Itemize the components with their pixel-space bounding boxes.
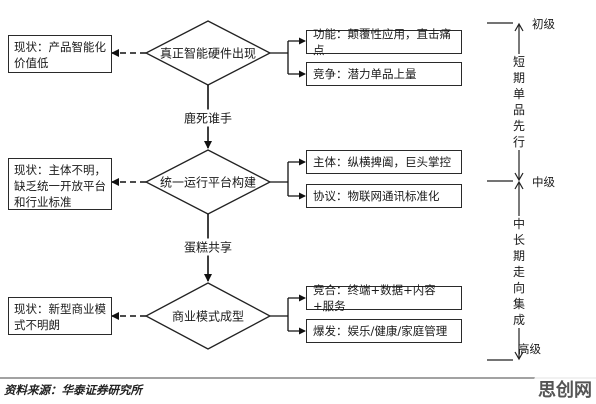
status-text-3: 现状：新型商业模式不明朗 <box>14 302 106 332</box>
fork-2 <box>270 158 306 200</box>
fork-3 <box>270 294 306 335</box>
edge-label-2: 蛋糕共享 <box>181 238 235 256</box>
fork-1 <box>270 37 306 78</box>
source-note: 资料来源：华泰证券研究所 <box>4 383 142 397</box>
detail-text-3: 主体：纵横捭阖，巨头掌控 <box>313 155 451 169</box>
detail-box-2: 竞争：潜力单品上量 <box>306 62 462 86</box>
detail-box-1: 功能：颠覆性应用，直击痛点 <box>306 27 462 57</box>
status-box-3: 现状：新型商业模式不明朗 <box>8 297 112 335</box>
status-text-2: 现状：主体不明，缺乏统一开放平台和行业标准 <box>14 163 106 209</box>
detail-box-5: 竞合：终端+数据+内容+服务 <box>306 283 462 313</box>
detail-text-6: 爆发：娱乐/健康/家庭管理 <box>313 324 448 338</box>
status-text-1: 现状：产品智能化价值低 <box>14 40 106 70</box>
detail-box-3: 主体：纵横捭阖，巨头掌控 <box>306 150 462 174</box>
watermark-logo: 思创网 <box>534 376 596 402</box>
detail-text-2: 竞争：潜力单品上量 <box>313 67 417 81</box>
status-box-2: 现状：主体不明，缺乏统一开放平台和行业标准 <box>8 158 112 210</box>
detail-box-4: 协议：物联网通讯标准化 <box>306 184 462 208</box>
edge-label-1: 鹿死谁手 <box>181 109 235 127</box>
diamond-label-3: 商业模式成型 <box>171 309 245 324</box>
diamond-label-2: 统一运行平台构建 <box>159 175 257 190</box>
level-ticks <box>487 22 513 361</box>
detail-text-5: 竞合：终端+数据+内容+服务 <box>313 283 436 313</box>
phase-label-short-term: 短期单品先行 <box>512 54 526 150</box>
detail-box-6: 爆发：娱乐/健康/家庭管理 <box>306 319 462 343</box>
diamond-shape-3 <box>144 282 272 350</box>
phase-label-long-term: 中长期走向集成 <box>512 216 526 328</box>
level-label-3: 高级 <box>518 342 541 356</box>
detail-text-1: 功能：颠覆性应用，直击痛点 <box>313 27 451 57</box>
status-box-1: 现状：产品智能化价值低 <box>8 35 112 73</box>
detail-text-4: 协议：物联网通讯标准化 <box>313 189 440 203</box>
level-label-1: 初级 <box>532 17 555 31</box>
level-label-2: 中级 <box>532 175 555 189</box>
diamond-label-1: 真正智能硬件出现 <box>159 46 257 61</box>
